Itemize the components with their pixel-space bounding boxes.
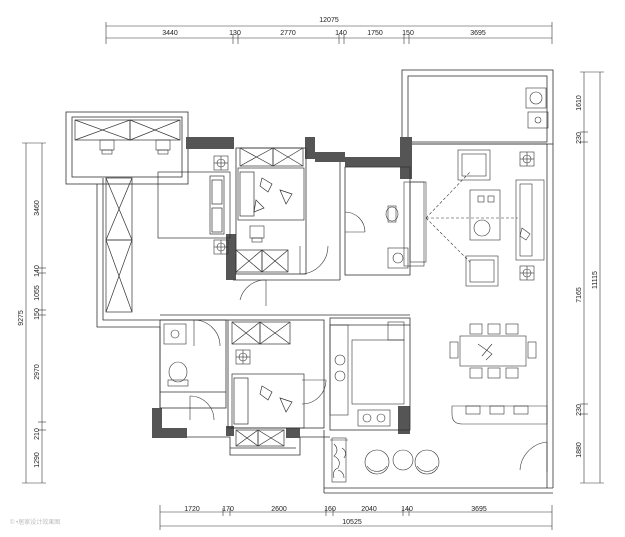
dim-right-total: 11115	[592, 271, 599, 289]
dim-left-seg: 210	[34, 428, 41, 440]
kitchen-fixtures	[329, 321, 405, 483]
dim-left-seg: 140	[34, 265, 41, 277]
dim-bottom-seg: 170	[222, 506, 234, 513]
dim-top-total: 12075	[319, 17, 339, 24]
washer-icon	[525, 87, 549, 129]
dim-top-seg: 130	[229, 30, 241, 37]
bedroom2-bed	[231, 373, 305, 429]
living-room-furniture	[409, 149, 545, 287]
dim-bottom-seg: 160	[324, 506, 336, 513]
dim-left-seg: 2970	[34, 364, 41, 380]
watermark: © •居家设计效果图	[10, 520, 61, 526]
dim-right-mid: 7165	[576, 287, 583, 303]
dim-left-seg: 150	[34, 308, 41, 320]
outer-walls	[65, 69, 554, 494]
dim-left-seg: 1290	[34, 452, 41, 468]
dim-left-seg: 1055	[34, 285, 41, 301]
dim-top-seg: 150	[402, 30, 414, 37]
master-bed	[157, 167, 305, 239]
structural-columns	[152, 137, 412, 438]
dim-bottom-seg: 2040	[361, 506, 377, 513]
bathroom-fixtures	[163, 181, 425, 387]
dim-right-seg: 1880	[576, 442, 583, 458]
dim-top-seg: 3695	[470, 30, 486, 37]
dimension-labels: 12075 3440 130 2770 140 1750 150 3695 17…	[18, 17, 599, 526]
interior-walls	[159, 143, 547, 431]
chair-icons	[99, 139, 265, 243]
dim-bottom-total: 10525	[342, 519, 362, 526]
dining-set	[449, 323, 548, 425]
dim-left-seg: 3460	[34, 200, 41, 216]
dim-bottom-seg: 140	[401, 506, 413, 513]
wardrobes	[74, 119, 304, 447]
dim-top-seg: 3440	[162, 30, 178, 37]
round-chairs	[364, 449, 440, 475]
lamp-icons	[213, 151, 535, 365]
dim-right-seg: 230	[576, 404, 583, 416]
dim-right-seg: 1610	[576, 95, 583, 111]
dim-right-seg: 230	[576, 132, 583, 144]
dim-top-seg: 1750	[367, 30, 383, 37]
dim-top-seg: 2770	[280, 30, 296, 37]
dim-left-total: 9275	[18, 310, 25, 326]
dim-top-seg: 140	[335, 30, 347, 37]
door-swings	[189, 211, 548, 472]
dim-bottom-seg: 1720	[184, 506, 200, 513]
dim-bottom-seg: 2600	[271, 506, 287, 513]
plant-icon	[333, 443, 346, 479]
dimension-lines	[22, 22, 604, 530]
dim-bottom-seg: 3695	[471, 506, 487, 513]
